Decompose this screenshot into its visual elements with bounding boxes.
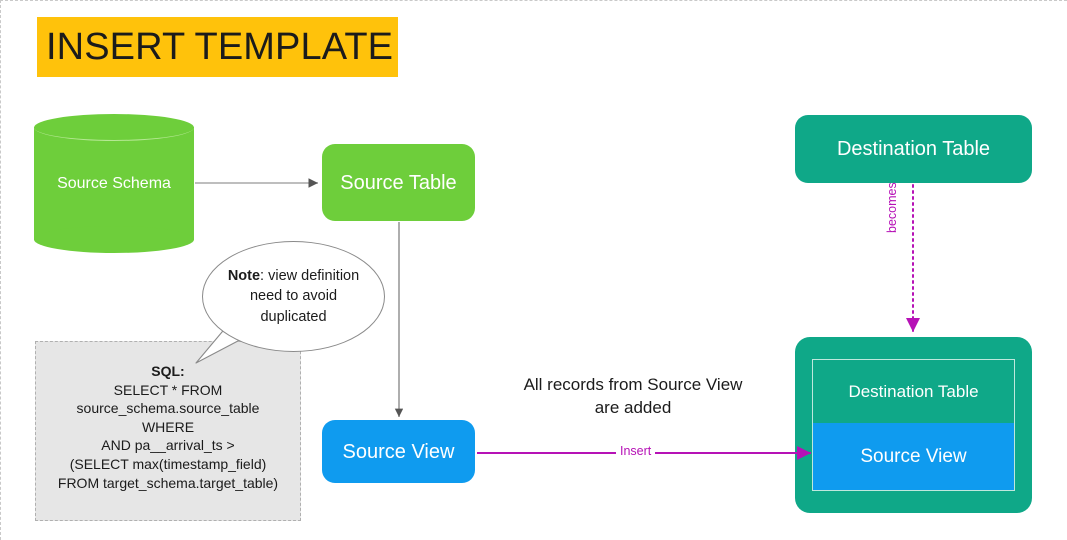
records-annotation: All records from Source View are added <box>488 374 778 420</box>
note-callout-body: view definition need to avoid duplicated <box>249 267 360 325</box>
composite-row-destination-table-label: Destination Table <box>848 381 979 401</box>
node-source-schema[interactable]: Source Schema <box>34 114 194 253</box>
composite-row-destination-table[interactable]: Destination Table <box>813 360 1014 424</box>
note-callout-separator: : <box>260 267 269 284</box>
records-annotation-line2: are added <box>594 397 672 417</box>
sql-heading: SQL: <box>151 363 185 379</box>
note-callout-prefix: Note <box>227 267 261 284</box>
cylinder-bottom-ellipse <box>34 226 194 253</box>
node-destination-composite[interactable]: Destination Table Source View <box>795 337 1032 513</box>
page-title: INSERT TEMPLATE <box>46 25 394 68</box>
connector-label-becomes: becomes <box>885 182 899 233</box>
node-source-view[interactable]: Source View <box>322 420 475 483</box>
sql-line: WHERE <box>141 418 195 435</box>
sql-line: FROM target_schema.target_table) <box>57 474 279 491</box>
node-source-table-label: Source Table <box>340 171 457 194</box>
composite-inner-frame: Destination Table Source View <box>812 359 1015 491</box>
node-destination-table[interactable]: Destination Table <box>795 115 1032 183</box>
sql-line: SELECT * FROM <box>113 381 223 398</box>
sql-line: (SELECT max(timestamp_field) <box>69 456 267 473</box>
node-source-view-label: Source View <box>342 440 455 463</box>
records-annotation-line1: All records from Source View <box>523 375 743 394</box>
node-destination-table-label: Destination Table <box>836 138 991 160</box>
sql-block: SQL: SELECT * FROM source_schema.source_… <box>35 341 301 521</box>
composite-row-source-view-label: Source View <box>860 445 967 467</box>
node-source-schema-label: Source Schema <box>57 174 171 192</box>
cylinder-top-ellipse <box>34 114 194 141</box>
cylinder-body <box>34 127 194 240</box>
composite-row-source-view[interactable]: Source View <box>813 423 1014 490</box>
note-callout: Note: view definition need to avoid dupl… <box>202 241 385 352</box>
connector-label-insert: Insert <box>616 444 656 458</box>
title-highlight <box>37 17 398 77</box>
sql-line: source_schema.source_table <box>76 400 260 417</box>
sql-line: AND pa__arrival_ts > <box>101 437 235 454</box>
note-callout-text: Note: view definition need to avoid dupl… <box>203 266 384 328</box>
node-source-table[interactable]: Source Table <box>322 144 475 221</box>
